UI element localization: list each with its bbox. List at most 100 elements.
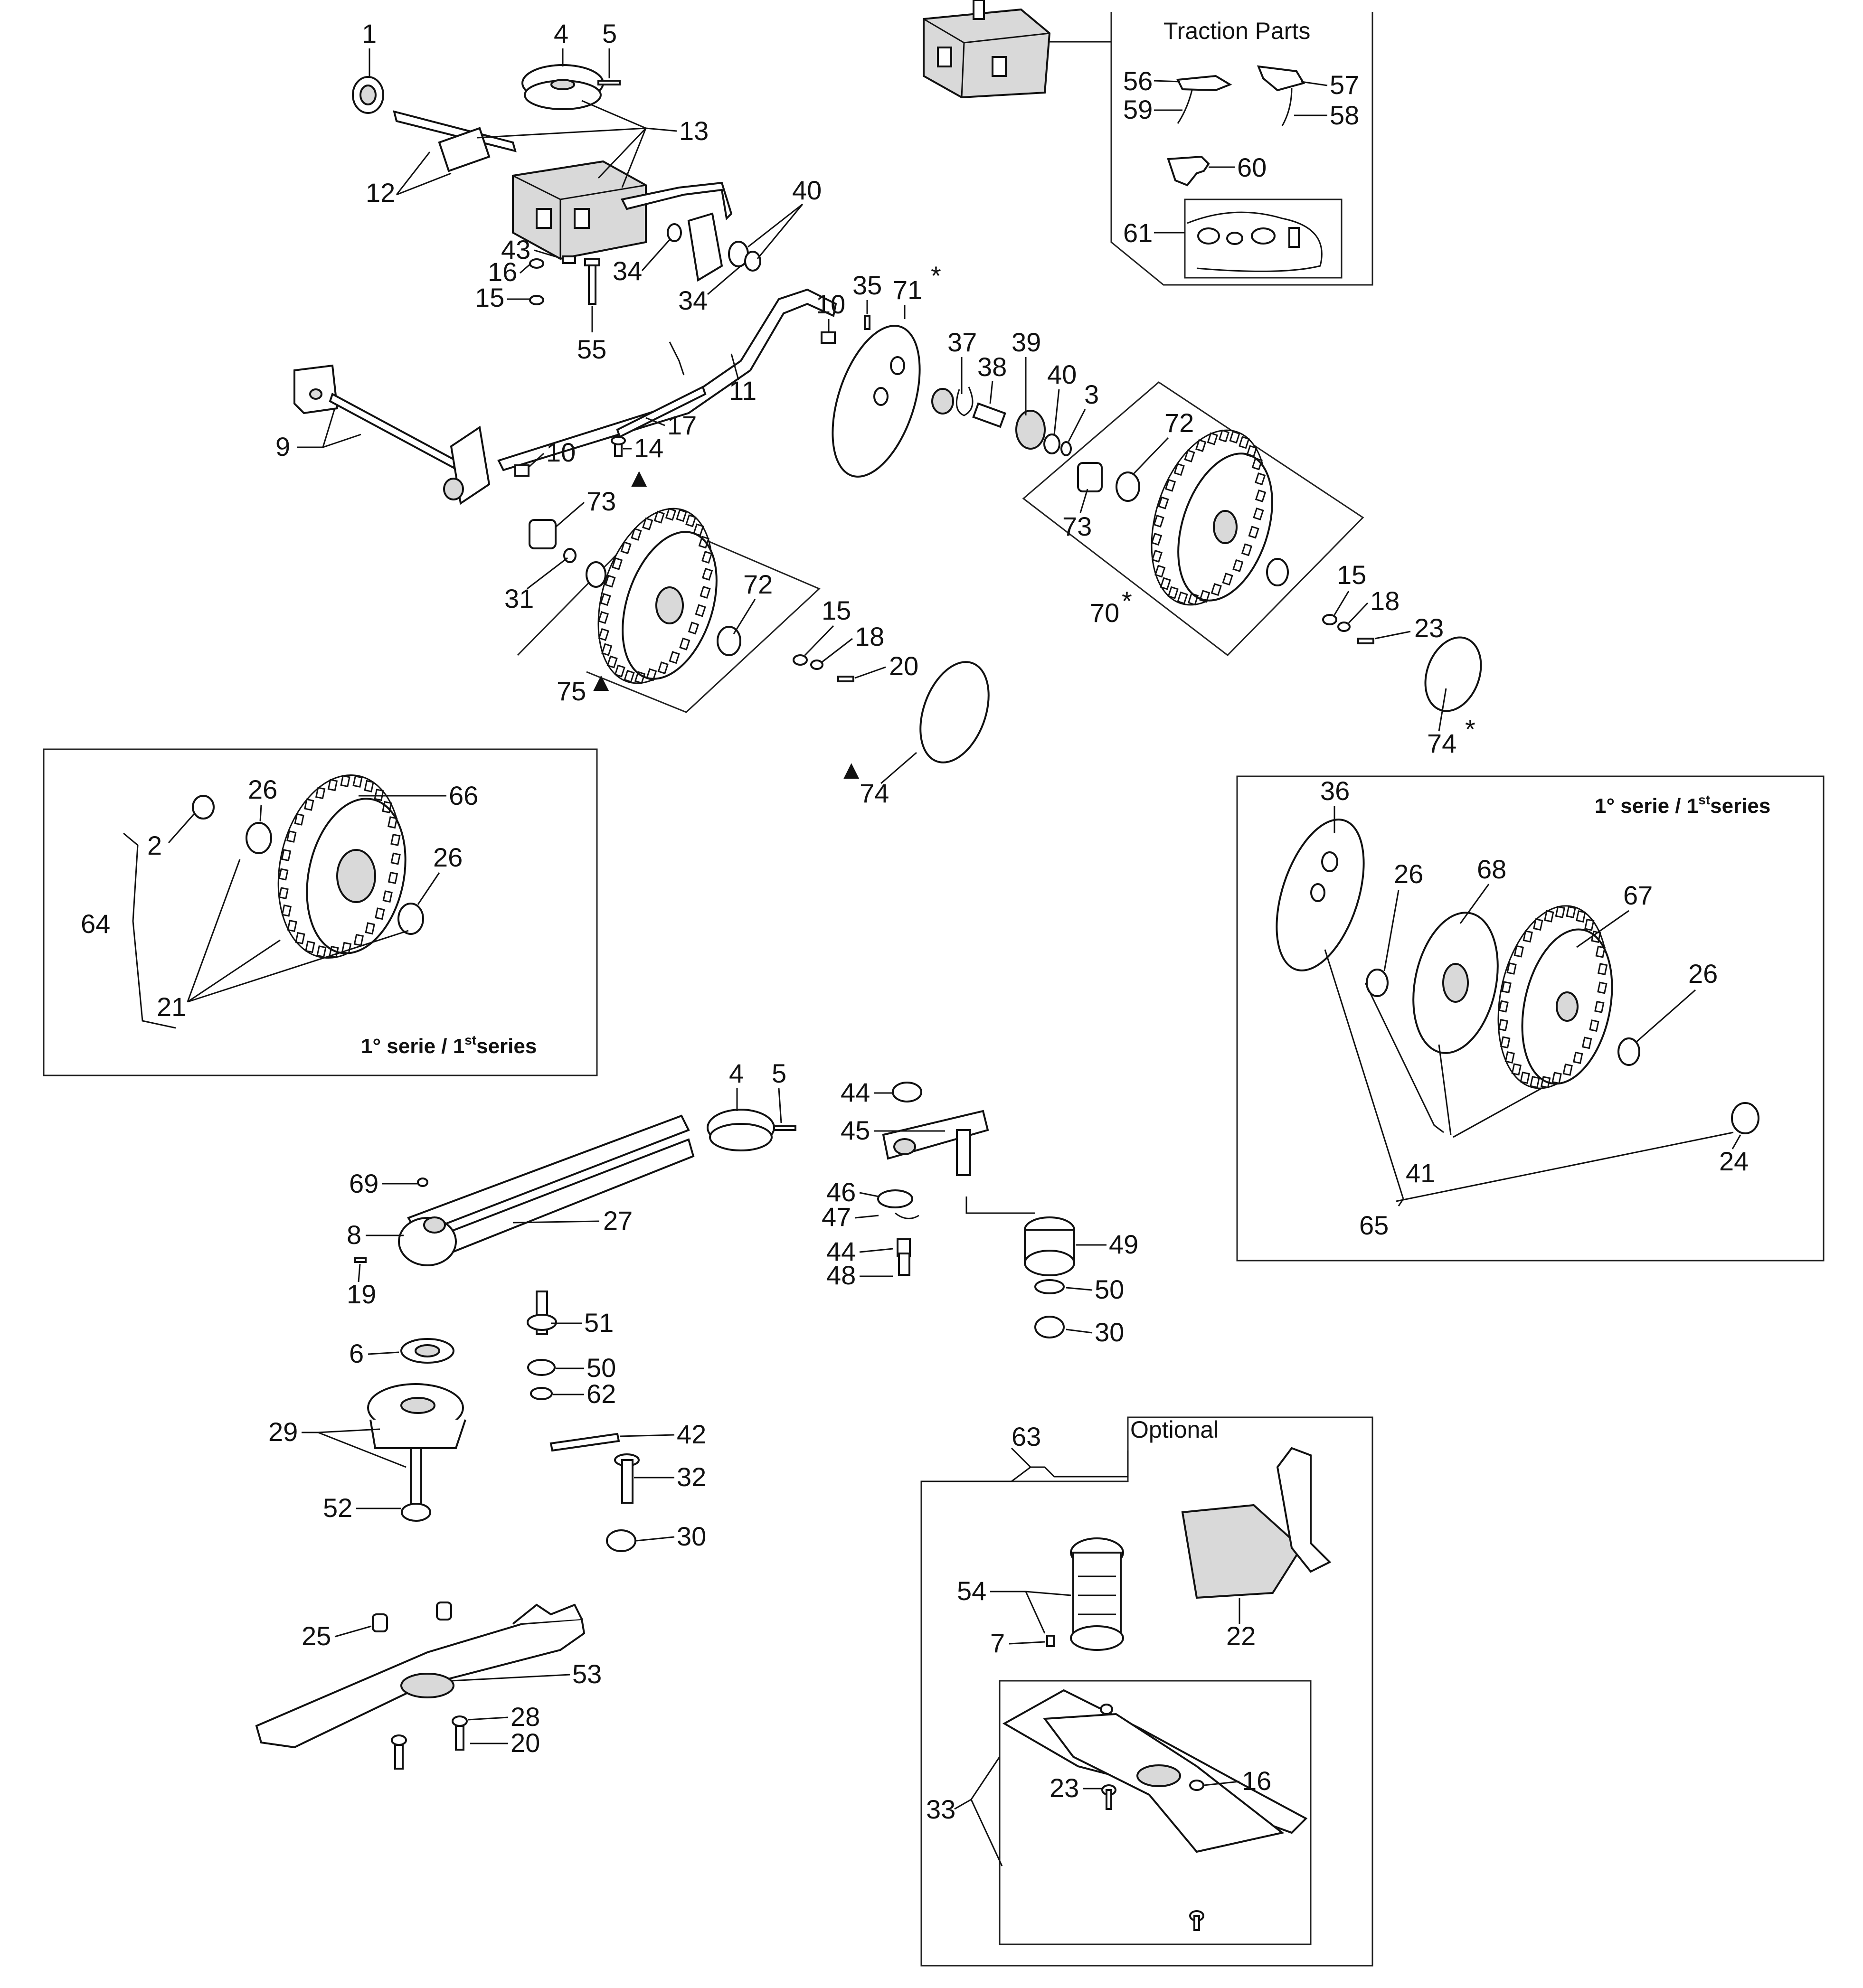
tread-block bbox=[374, 789, 384, 801]
tread-block bbox=[606, 655, 618, 669]
callout-72-top: 72 bbox=[1164, 408, 1194, 438]
callout-36: 36 bbox=[1320, 776, 1350, 806]
tread-block bbox=[1530, 1075, 1540, 1089]
callout-54: 54 bbox=[957, 1576, 986, 1606]
callout-labels: 1 4 5 13 12 40 43 16 15 34 34 55 35 71 *… bbox=[81, 19, 1749, 1824]
callout-27: 27 bbox=[603, 1206, 633, 1235]
callout-25: 25 bbox=[302, 1621, 331, 1651]
callout-73-right: 73 bbox=[1062, 511, 1092, 541]
callout-66: 66 bbox=[449, 781, 478, 810]
tread-block bbox=[352, 775, 363, 788]
callout-50-a: 50 bbox=[1095, 1274, 1124, 1304]
callout-19: 19 bbox=[347, 1279, 376, 1309]
serie-box-right: 1° serie / 1stseries bbox=[1236, 775, 1825, 1262]
tread-block bbox=[286, 830, 297, 843]
tread-block bbox=[1501, 981, 1512, 994]
wheel-group-70 bbox=[1077, 429, 1289, 606]
tread-block bbox=[614, 664, 625, 678]
tread-block bbox=[281, 904, 292, 917]
callout-44-b: 44 bbox=[826, 1236, 856, 1266]
hubcap-74-left bbox=[793, 654, 990, 763]
callout-23-right: 23 bbox=[1414, 613, 1444, 643]
serie-right-parts bbox=[1276, 819, 1759, 1206]
callout-24: 24 bbox=[1719, 1146, 1749, 1176]
wheel-group-75 bbox=[529, 508, 741, 684]
tread-block bbox=[1248, 526, 1259, 539]
tread-block bbox=[364, 780, 374, 792]
tread-block bbox=[1199, 590, 1210, 603]
callout-70: 70 bbox=[1090, 598, 1119, 628]
callout-50-b: 50 bbox=[586, 1353, 616, 1383]
tread-block bbox=[642, 517, 653, 530]
tread-block bbox=[669, 651, 680, 664]
tread-block bbox=[353, 933, 364, 946]
hubcap-74-right bbox=[1322, 614, 1482, 712]
optional-parts bbox=[921, 1447, 1332, 1931]
callout-49: 49 bbox=[1109, 1229, 1138, 1259]
callout-29: 29 bbox=[268, 1417, 298, 1447]
callout-26-d: 26 bbox=[1688, 959, 1718, 989]
tread-block bbox=[1594, 1000, 1605, 1013]
marker-star-74: * bbox=[1465, 714, 1475, 744]
tread-block bbox=[388, 871, 398, 884]
optional-title: Optional bbox=[1130, 1416, 1219, 1443]
callout-39: 39 bbox=[1012, 327, 1041, 357]
tread-block bbox=[375, 907, 385, 920]
callout-1: 1 bbox=[362, 19, 377, 48]
callout-34-a: 34 bbox=[613, 256, 642, 286]
serie-label-left: 1° serie / 1stseries bbox=[361, 1033, 537, 1058]
tread-block bbox=[278, 868, 289, 881]
tread-block bbox=[1540, 1076, 1551, 1089]
tread-block bbox=[1573, 1051, 1583, 1064]
tread-block bbox=[1544, 910, 1554, 923]
tread-block bbox=[700, 585, 711, 599]
tread-block bbox=[287, 920, 297, 933]
tread-block bbox=[295, 932, 305, 944]
callout-69: 69 bbox=[349, 1168, 378, 1198]
callout-40-mid: 40 bbox=[1047, 359, 1077, 389]
tread-block bbox=[390, 833, 401, 846]
callout-9: 9 bbox=[275, 432, 290, 462]
tread-block bbox=[1184, 449, 1195, 462]
tread-block bbox=[1218, 429, 1230, 443]
tread-block bbox=[1167, 586, 1179, 599]
callout-73-left: 73 bbox=[586, 486, 616, 516]
tread-block bbox=[693, 523, 704, 537]
tread-block bbox=[340, 775, 350, 788]
callout-26-b: 26 bbox=[433, 842, 463, 872]
tread-block bbox=[1533, 918, 1543, 931]
tread-block bbox=[1187, 593, 1199, 606]
tread-block bbox=[382, 801, 392, 813]
callout-40-top: 40 bbox=[792, 175, 822, 205]
tread-block bbox=[1506, 962, 1517, 975]
callout-20-lower: 20 bbox=[511, 1728, 540, 1758]
tread-block bbox=[597, 611, 609, 624]
tread-block bbox=[315, 787, 326, 800]
optional-frame: Optional bbox=[920, 1416, 1373, 1967]
tread-block bbox=[1241, 543, 1253, 556]
tread-block bbox=[1595, 945, 1606, 958]
tread-block bbox=[304, 798, 314, 811]
tread-block bbox=[1498, 1000, 1509, 1013]
tread-block bbox=[1251, 457, 1263, 471]
callout-16-lower: 16 bbox=[1242, 1766, 1271, 1796]
tread-block bbox=[1154, 565, 1166, 578]
tread-block bbox=[1566, 905, 1576, 919]
tread-block bbox=[600, 593, 611, 606]
gear-assembly bbox=[931, 386, 1072, 456]
axle-lever-assembly bbox=[293, 288, 870, 505]
tread-block bbox=[390, 852, 401, 865]
blade-assembly bbox=[255, 1602, 586, 1770]
tread-block bbox=[688, 622, 700, 635]
callout-23-lower: 23 bbox=[1050, 1773, 1079, 1803]
callout-8: 8 bbox=[347, 1220, 361, 1250]
callout-17: 17 bbox=[667, 410, 697, 440]
tread-block bbox=[281, 849, 292, 862]
callout-10-mid: 10 bbox=[546, 437, 576, 467]
tread-block bbox=[316, 945, 327, 958]
traction-gearbox-thumb bbox=[923, 0, 1111, 99]
callout-12: 12 bbox=[366, 178, 395, 207]
traction-small-parts bbox=[1167, 65, 1323, 272]
tread-block bbox=[1195, 439, 1207, 452]
tread-block bbox=[1153, 514, 1164, 528]
